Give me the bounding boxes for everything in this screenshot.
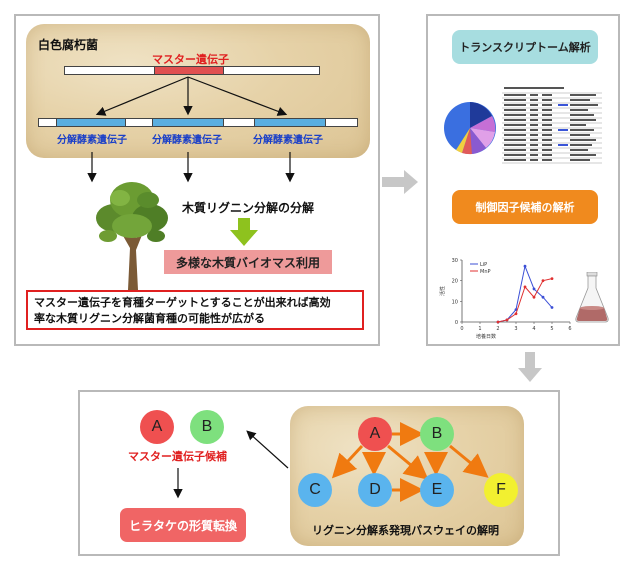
node-b-circle: B: [190, 410, 224, 444]
message-box: マスター遺伝子を育種ターゲットとすることが出来れば高効 率な木質リグニン分解菌育…: [26, 290, 364, 330]
control-factor-box: 制御因子候補の解析: [452, 190, 598, 224]
chart-point-mnp: [514, 312, 518, 316]
outcome-box: ヒラタケの形質転換: [120, 508, 246, 542]
chart-x-label: 培養日数: [476, 333, 496, 340]
master-candidate-label: マスター遺伝子候補: [128, 450, 227, 463]
pathway-node-d: D: [358, 473, 392, 507]
lignin-decomp-label: 木質リグニン分解の分解: [182, 201, 315, 215]
chart-legend-label-lip: LiP: [480, 262, 487, 268]
message-line-2: 率な木質リグニン分解菌育種の可能性が広がる: [34, 312, 265, 325]
chart-point-mnp: [541, 279, 545, 283]
down-arrow-icon: [230, 218, 258, 246]
pathway-node-c: C: [298, 473, 332, 507]
chart-x-tick-label: 4: [532, 326, 535, 332]
chart-x-tick-label: 3: [514, 326, 517, 332]
down-flow-arrow-icon: [518, 352, 542, 382]
chart-point-lip: [532, 287, 536, 291]
node-a-circle: A: [140, 410, 174, 444]
enzyme-gene-segment-3: [254, 118, 326, 127]
pathway-node-f: F: [484, 473, 518, 507]
pie-chart-icon: [444, 102, 496, 155]
chart-point-lip: [523, 264, 527, 268]
chart-x-tick-label: 2: [496, 326, 499, 332]
chart-legend-label-mnp: MnP: [480, 269, 491, 275]
flask-icon: [575, 272, 609, 323]
pathway-node-a: A: [358, 417, 392, 451]
chart-x-tick-label: 5: [550, 326, 553, 332]
chart-x-tick-label: 6: [568, 326, 571, 332]
chart-point-mnp: [523, 285, 527, 289]
pathway-node-b: B: [420, 417, 454, 451]
chart-point-lip: [541, 295, 545, 299]
organism-label: 白色腐朽菌: [38, 38, 99, 52]
chart-x-tick-label: 0: [460, 326, 463, 332]
tree-icon: [96, 182, 168, 290]
gene-parchment: [26, 24, 370, 158]
chart-x-tick-label: 1: [478, 326, 481, 332]
data-table-icon: [500, 84, 604, 170]
master-gene-segment: [154, 66, 224, 75]
chart-point-mnp: [505, 318, 509, 322]
master-gene-label: マスター遺伝子: [152, 53, 229, 66]
chart-point-mnp: [496, 320, 500, 324]
chart-y-tick-label: 10: [452, 299, 458, 305]
pathway-caption: リグニン分解系発現パスウェイの解明: [312, 524, 499, 537]
chart-point-mnp: [550, 277, 554, 280]
enzyme-gene-segment-1: [56, 118, 126, 127]
chart-point-lip: [550, 306, 554, 309]
enzyme-gene-label-3: 分解酵素遺伝子: [253, 135, 323, 146]
pathway-node-e: E: [420, 473, 454, 507]
transcriptome-box: トランスクリプトーム解析: [452, 30, 598, 64]
right-flow-arrow-icon: [382, 170, 418, 194]
chart-y-label: 活性: [439, 286, 446, 296]
enzyme-gene-segment-2: [152, 118, 224, 127]
chart-y-tick-label: 30: [452, 258, 458, 264]
chart-point-mnp: [532, 295, 536, 299]
enzyme-gene-label-1: 分解酵素遺伝子: [57, 135, 127, 146]
chart-y-tick-label: 20: [452, 279, 458, 285]
biomass-box: 多様な木質バイオマス利用: [164, 250, 332, 274]
enzyme-gene-label-2: 分解酵素遺伝子: [152, 135, 222, 146]
chart-y-tick-label: 0: [455, 320, 458, 326]
message-line-1: マスター遺伝子を育種ターゲットとすることが出来れば高効: [34, 296, 331, 309]
